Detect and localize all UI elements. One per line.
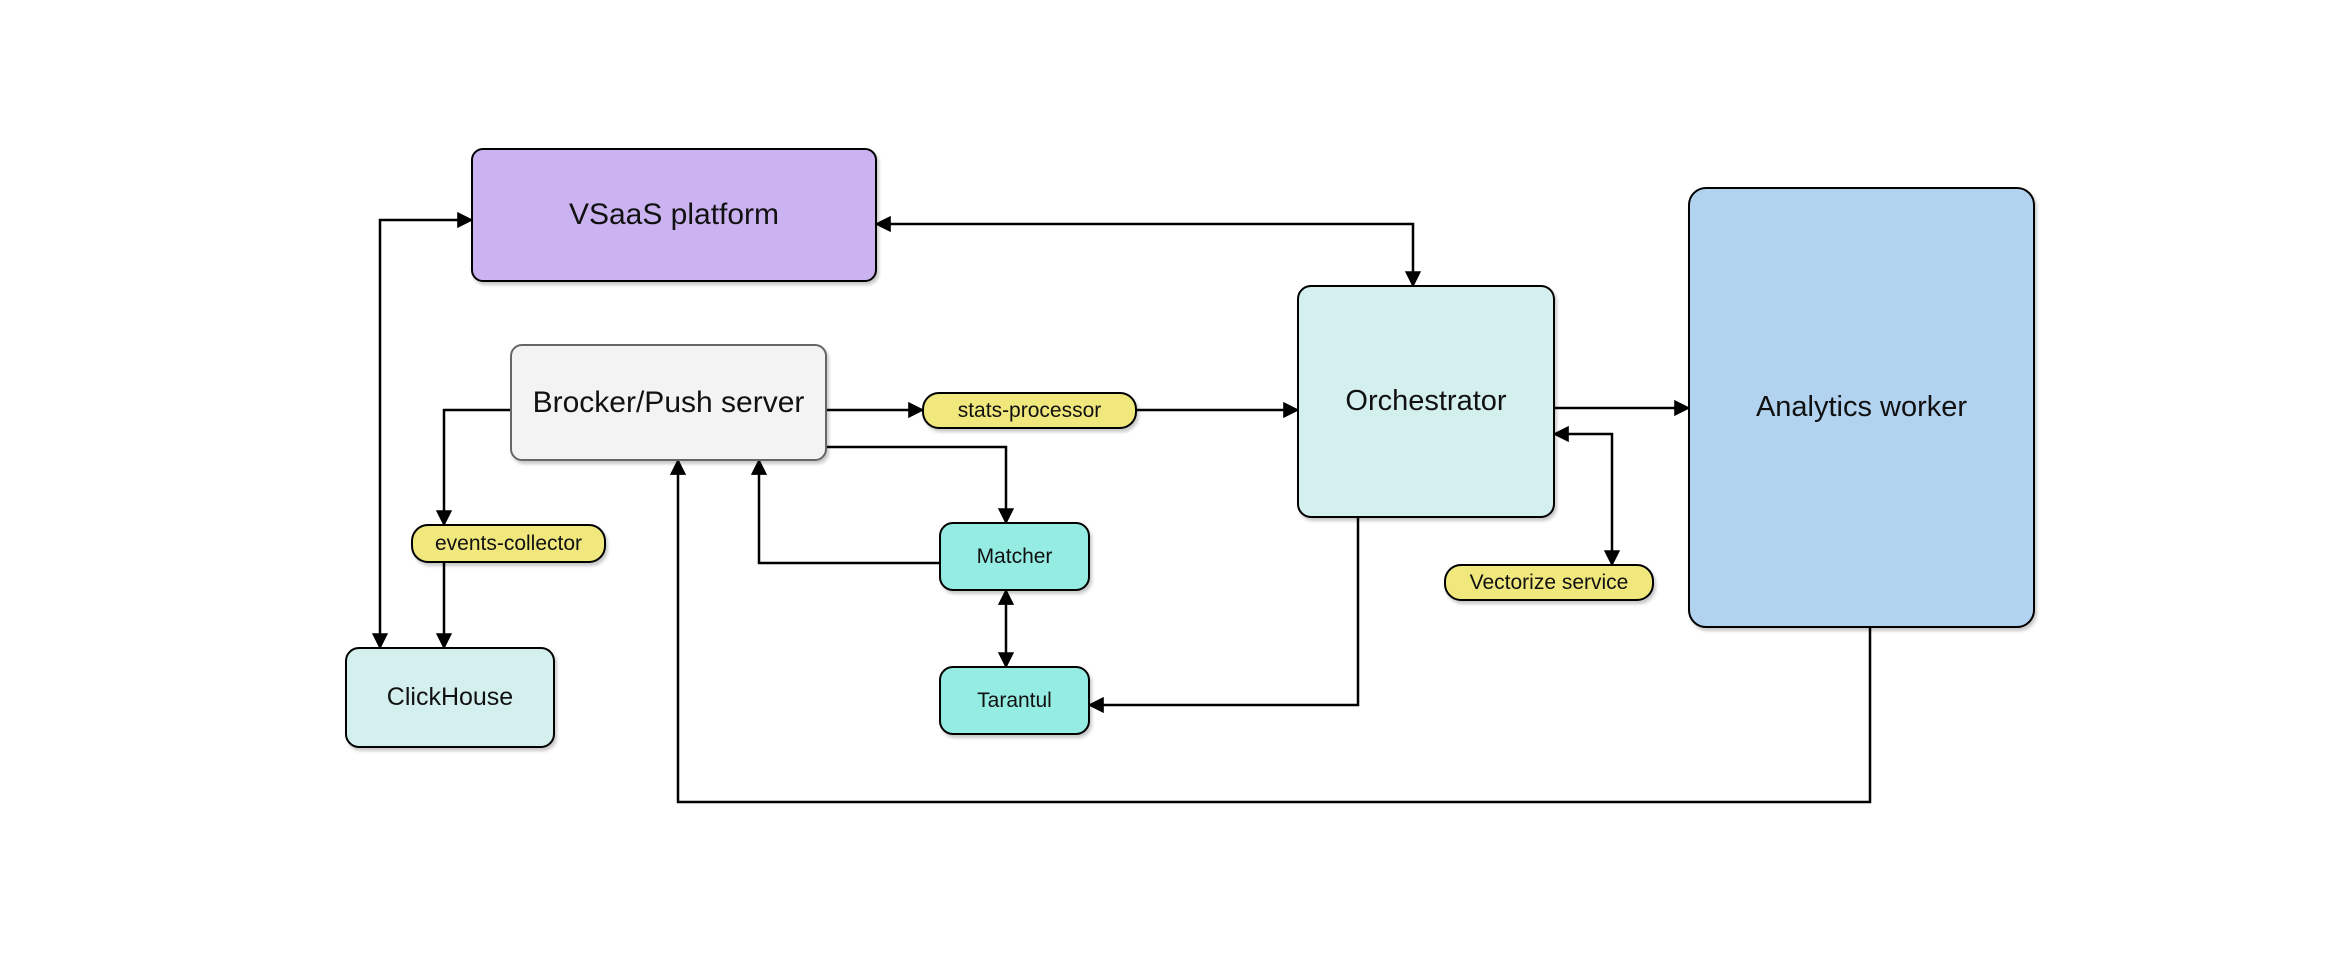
node-matcher-label: Matcher xyxy=(976,544,1053,568)
node-brocker-push-server-label: Brocker/Push server xyxy=(532,385,805,419)
node-brocker-push-server: Brocker/Push server xyxy=(510,344,827,461)
edge-matcher-brocker xyxy=(750,458,939,565)
node-vsaas-platform: VSaaS platform xyxy=(471,148,877,282)
edge-brocker-events xyxy=(435,408,510,527)
node-matcher: Matcher xyxy=(939,522,1090,591)
node-analytics-worker: Analytics worker xyxy=(1688,187,2035,628)
node-stats-processor: stats-processor xyxy=(922,392,1137,429)
edge-orchestrator-vectorize xyxy=(1552,425,1621,567)
node-events-collector: events-collector xyxy=(411,524,606,563)
node-tarantul: Tarantul xyxy=(939,666,1090,735)
node-stats-processor-label: stats-processor xyxy=(957,398,1102,422)
node-vectorize-service-label: Vectorize service xyxy=(1469,570,1629,594)
node-clickhouse: ClickHouse xyxy=(345,647,555,748)
node-orchestrator: Orchestrator xyxy=(1297,285,1555,518)
edge-analytics-brocker xyxy=(669,458,1872,804)
edge-orchestrator-vsaas xyxy=(874,215,1422,288)
node-analytics-worker-label: Analytics worker xyxy=(1755,391,1968,423)
edge-brocker-matcher xyxy=(827,445,1015,525)
edge-vsaas-clickhouse xyxy=(371,211,474,650)
node-clickhouse-label: ClickHouse xyxy=(386,683,514,711)
node-vsaas-platform-label: VSaaS platform xyxy=(568,198,780,231)
node-vectorize-service: Vectorize service xyxy=(1444,564,1654,601)
node-tarantul-label: Tarantul xyxy=(977,688,1052,712)
node-events-collector-label: events-collector xyxy=(434,531,583,555)
edge-orchestrator-tarantul xyxy=(1087,518,1360,714)
node-orchestrator-label: Orchestrator xyxy=(1345,385,1507,417)
